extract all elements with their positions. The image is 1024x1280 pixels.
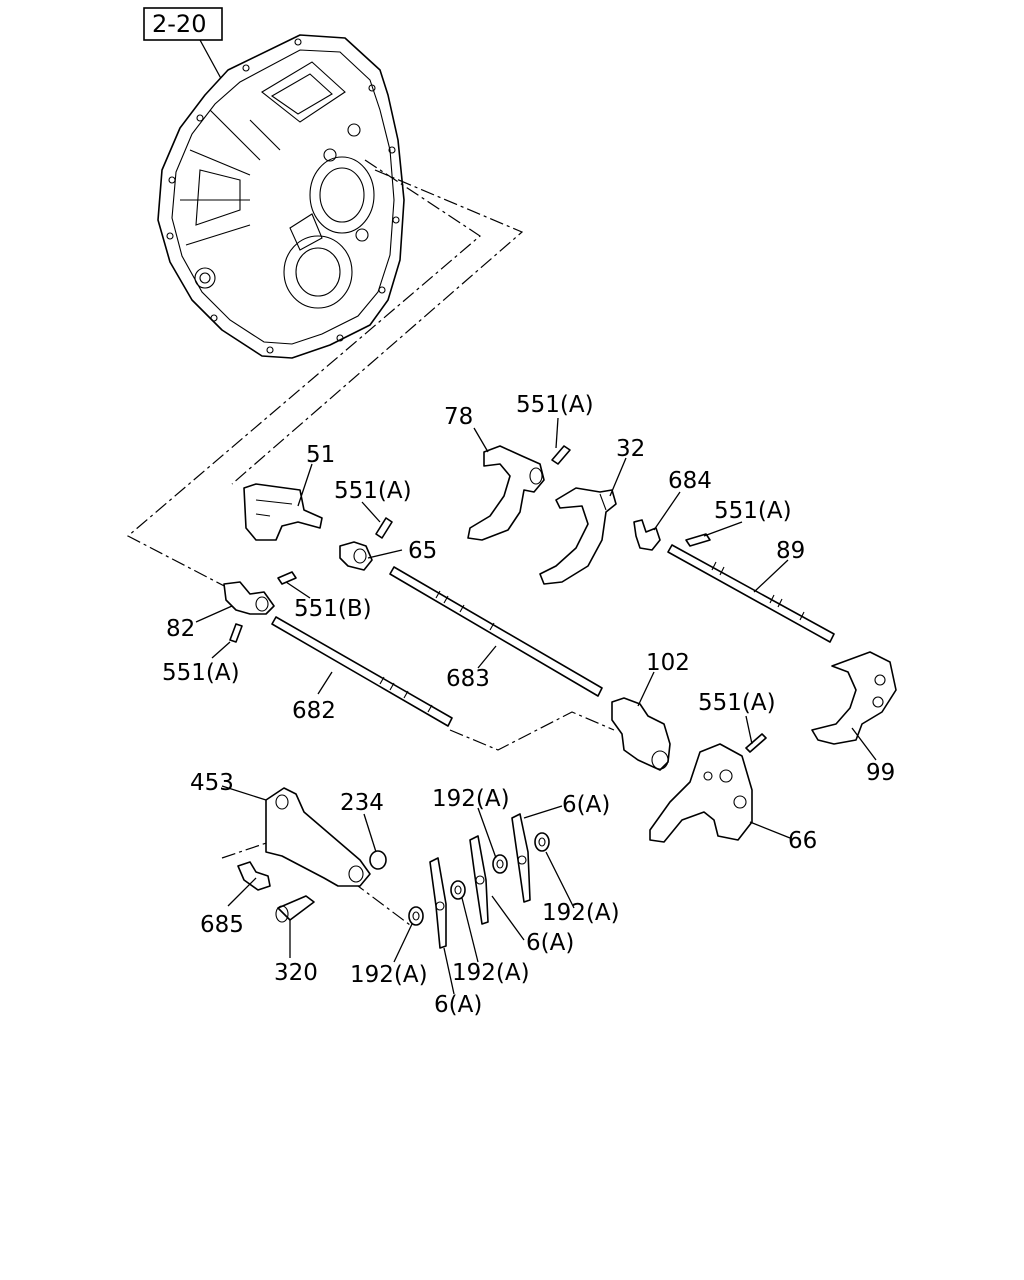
shift-fork-78[interactable] bbox=[467, 445, 545, 541]
transmission-housing bbox=[157, 34, 405, 359]
label-192a-4: 192(A) bbox=[452, 960, 530, 986]
bracket-65[interactable] bbox=[339, 541, 373, 571]
label-453: 453 bbox=[190, 770, 234, 796]
washer-192a-1[interactable] bbox=[492, 854, 508, 874]
washer-192a-4[interactable] bbox=[450, 880, 466, 900]
bracket-102[interactable] bbox=[611, 697, 671, 771]
shift-fork-66[interactable] bbox=[649, 743, 753, 843]
washer-192a-2[interactable] bbox=[534, 832, 550, 852]
label-32: 32 bbox=[616, 436, 645, 462]
label-682: 682 bbox=[292, 698, 336, 724]
label-192a-1: 192(A) bbox=[432, 786, 510, 812]
label-82: 82 bbox=[166, 616, 195, 642]
label-6a-2: 6(A) bbox=[526, 930, 574, 956]
label-192a-2: 192(A) bbox=[542, 900, 620, 926]
bracket-453[interactable] bbox=[265, 787, 371, 887]
shift-fork-99[interactable] bbox=[811, 651, 897, 745]
label-685: 685 bbox=[200, 912, 244, 938]
reference-box-label: 2-20 bbox=[152, 10, 206, 38]
pin-551a-low[interactable] bbox=[745, 733, 767, 753]
label-551a-top: 551(A) bbox=[516, 392, 594, 418]
label-551a-mid: 551(A) bbox=[334, 478, 412, 504]
label-551a-right: 551(A) bbox=[714, 498, 792, 524]
shaft-682[interactable] bbox=[271, 616, 453, 727]
washer-192a-3[interactable] bbox=[408, 906, 424, 926]
label-89: 89 bbox=[776, 538, 805, 564]
label-6a-3: 6(A) bbox=[434, 992, 482, 1018]
pin-551a-left[interactable] bbox=[229, 623, 243, 643]
ring-234[interactable] bbox=[369, 850, 387, 870]
lever-6a-3[interactable] bbox=[429, 857, 447, 949]
label-192a-3: 192(A) bbox=[350, 962, 428, 988]
label-78: 78 bbox=[444, 404, 473, 430]
label-551b: 551(B) bbox=[294, 596, 372, 622]
shift-lever-51[interactable] bbox=[243, 483, 323, 541]
bracket-684[interactable] bbox=[633, 519, 661, 551]
label-65: 65 bbox=[408, 538, 437, 564]
label-320: 320 bbox=[274, 960, 318, 986]
pin-551a-mid[interactable] bbox=[375, 517, 393, 539]
reference-box[interactable]: 2-20 bbox=[143, 7, 223, 41]
block-82[interactable] bbox=[223, 581, 275, 615]
bolt-685[interactable] bbox=[237, 861, 271, 891]
assembly-line bbox=[449, 711, 615, 751]
label-102: 102 bbox=[646, 650, 690, 676]
pin-320[interactable] bbox=[275, 895, 315, 923]
label-51: 51 bbox=[306, 442, 335, 468]
label-551a-low: 551(A) bbox=[698, 690, 776, 716]
lever-6a-2[interactable] bbox=[469, 835, 489, 925]
leader-lines bbox=[195, 417, 877, 995]
label-683: 683 bbox=[446, 666, 490, 692]
label-6a-1: 6(A) bbox=[562, 792, 610, 818]
label-99: 99 bbox=[866, 760, 895, 786]
pin-551a-right[interactable] bbox=[685, 533, 711, 547]
label-551a-left: 551(A) bbox=[162, 660, 240, 686]
pin-551b[interactable] bbox=[277, 571, 297, 585]
shaft-89[interactable] bbox=[667, 544, 835, 643]
label-234: 234 bbox=[340, 790, 384, 816]
assembly-line bbox=[231, 169, 524, 485]
label-684: 684 bbox=[668, 468, 712, 494]
shaft-683[interactable] bbox=[389, 566, 603, 697]
label-66: 66 bbox=[788, 828, 817, 854]
lever-6a-1[interactable] bbox=[511, 813, 531, 903]
shift-fork-32[interactable] bbox=[539, 487, 617, 585]
assembly-line bbox=[126, 159, 481, 591]
pin-551a-top[interactable] bbox=[551, 445, 571, 465]
